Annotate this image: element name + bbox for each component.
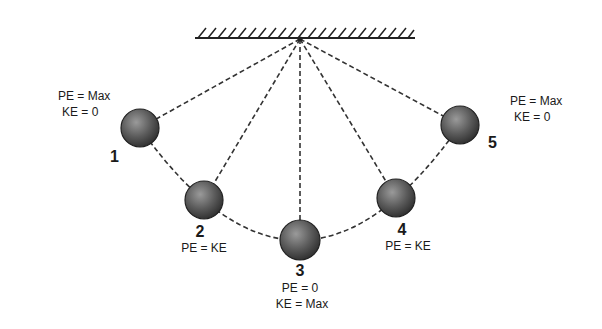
position-number: 4: [398, 221, 407, 239]
strings: [140, 39, 460, 240]
energy-label: PE = Max: [58, 90, 110, 103]
energy-label: KE = 0: [62, 106, 98, 119]
energy-label: PE = 0: [282, 282, 318, 295]
position-number: 2: [196, 223, 205, 241]
position-number: 3: [296, 262, 305, 280]
bob: [185, 181, 223, 219]
ceiling: [195, 28, 415, 38]
bob: [377, 179, 415, 217]
energy-label: KE = Max: [276, 298, 328, 311]
energy-label: PE = KE: [181, 242, 227, 255]
bob: [280, 220, 320, 260]
bobs: [121, 106, 479, 260]
position-number: 5: [488, 134, 497, 152]
position-number: 1: [110, 148, 119, 166]
energy-label: PE = Max: [510, 95, 562, 108]
bob: [121, 109, 159, 147]
energy-label: PE = KE: [385, 240, 431, 253]
pivot: [298, 37, 303, 42]
energy-label: KE = 0: [514, 111, 550, 124]
bob: [441, 106, 479, 144]
